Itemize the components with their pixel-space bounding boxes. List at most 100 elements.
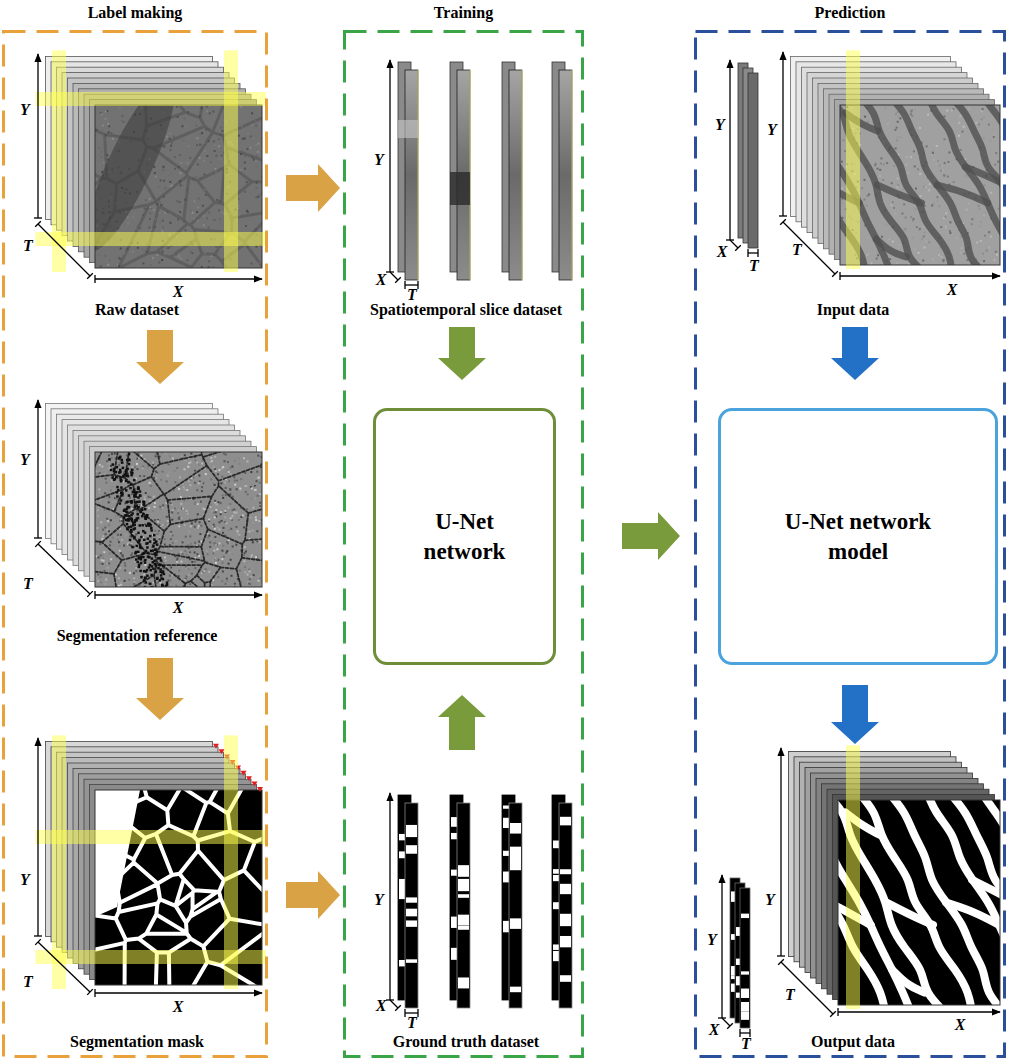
vessel-bar — [458, 894, 469, 898]
noise-dot — [105, 533, 107, 535]
noise-dot — [191, 573, 193, 575]
axis-tick — [35, 221, 41, 227]
noise-dot — [224, 521, 226, 523]
noise-dot — [149, 198, 151, 200]
noise-dot — [216, 548, 218, 550]
noise-dot — [127, 518, 130, 521]
noise-dot — [121, 520, 123, 522]
noise-dot — [257, 151, 259, 153]
noise-dot — [222, 466, 224, 468]
noise-dot — [120, 520, 122, 522]
noise-dot — [881, 236, 883, 238]
frame-stack — [34, 735, 272, 997]
noise-dot — [139, 511, 142, 514]
noise-dot — [159, 538, 161, 540]
noise-dot — [154, 563, 156, 565]
noise-dot — [156, 543, 159, 546]
noise-dot — [160, 508, 162, 510]
noise-dot — [133, 524, 136, 527]
noise-dot — [224, 511, 226, 513]
noise-dot — [204, 508, 206, 510]
noise-dot — [112, 537, 114, 539]
noise-dot — [249, 578, 251, 580]
axis-tick — [94, 275, 95, 283]
vessel-bar — [510, 823, 521, 834]
noise-dot — [162, 524, 164, 526]
noise-dot — [103, 551, 105, 553]
noise-dot — [882, 179, 884, 181]
y-axis — [389, 793, 390, 1000]
noise-dot — [225, 487, 227, 489]
noise-dot — [228, 471, 230, 473]
noise-dot — [180, 486, 182, 488]
noise-dot — [214, 456, 216, 458]
noise-dot — [159, 201, 161, 203]
frame-marker — [252, 782, 258, 787]
noise-dot — [145, 542, 148, 545]
noise-dot — [133, 536, 136, 539]
noise-dot — [932, 152, 934, 154]
noise-dot — [250, 136, 252, 138]
axis-tick — [417, 1009, 418, 1017]
noise-dot — [208, 211, 210, 213]
t-axis — [38, 544, 90, 594]
noise-dot — [240, 516, 242, 518]
noise-dot — [161, 584, 164, 587]
noise-dot — [111, 128, 113, 130]
noise-dot — [184, 550, 186, 552]
noise-dot — [245, 550, 247, 552]
noise-dot — [130, 525, 133, 528]
noise-dot — [134, 561, 136, 563]
noise-dot — [214, 468, 216, 470]
noise-dot — [164, 538, 166, 540]
noise-dot — [133, 488, 136, 491]
noise-dot — [205, 500, 207, 502]
noise-dot — [203, 571, 205, 573]
noise-dot — [139, 490, 142, 493]
noise-dot — [172, 457, 174, 459]
noise-dot — [101, 563, 103, 565]
noise-dot — [120, 486, 123, 489]
noise-dot — [257, 196, 259, 198]
noise-dot — [914, 108, 916, 110]
noise-dot — [140, 562, 143, 565]
noise-dot — [170, 222, 172, 224]
noise-dot — [238, 135, 240, 137]
noise-dot — [108, 458, 111, 461]
noise-dot — [131, 546, 134, 549]
noise-dot — [242, 138, 244, 140]
noise-dot — [100, 576, 102, 578]
noise-dot — [149, 524, 152, 527]
noise-dot — [140, 576, 143, 579]
noise-dot — [180, 561, 182, 563]
noise-dot — [171, 519, 173, 521]
noise-dot — [104, 527, 106, 529]
noise-dot — [179, 201, 181, 203]
y-axis — [729, 60, 730, 240]
noise-dot — [259, 541, 261, 543]
noise-dot — [256, 165, 258, 167]
noise-dot — [163, 574, 165, 576]
noise-dot — [214, 500, 216, 502]
noise-dot — [209, 546, 211, 548]
noise-dot — [126, 459, 129, 462]
noise-dot — [169, 455, 171, 457]
noise-dot — [212, 559, 214, 561]
noise-dot — [115, 574, 117, 576]
noise-dot — [928, 241, 930, 243]
noise-dot — [120, 582, 122, 584]
noise-dot — [107, 520, 109, 522]
noise-dot — [258, 576, 260, 578]
noise-dot — [255, 489, 257, 491]
noise-dot — [115, 533, 117, 535]
noise-dot — [214, 536, 216, 538]
noise-dot — [905, 217, 907, 219]
noise-dot — [238, 514, 240, 516]
noise-dot — [189, 553, 191, 555]
noise-dot — [99, 464, 101, 466]
noise-dot — [128, 453, 130, 456]
noise-dot — [149, 583, 152, 586]
noise-dot — [214, 168, 216, 170]
noise-dot — [137, 247, 139, 249]
noise-dot — [232, 509, 234, 511]
